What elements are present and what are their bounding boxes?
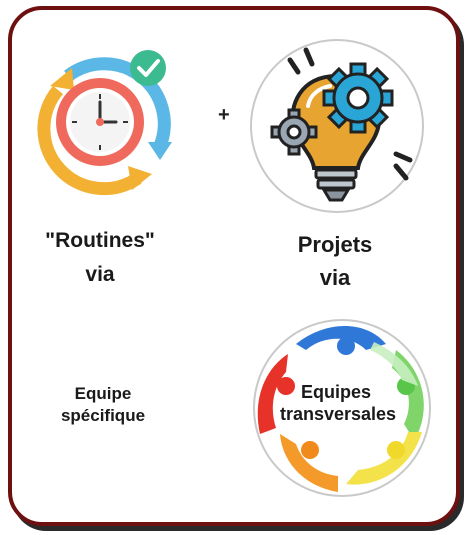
- clock-cycle-icon: [37, 50, 172, 196]
- projets-title: Projets: [297, 232, 373, 257]
- specific-team-label: Equipe spécifique: [28, 383, 178, 427]
- specific-team-line1: Equipe: [74, 384, 132, 403]
- checkmark-badge-icon: [130, 50, 166, 86]
- transversal-team-line2: transversales: [279, 404, 397, 424]
- team-circle-icon: [253, 319, 431, 497]
- routines-via-label: via: [85, 263, 115, 286]
- plus-sign: +: [218, 104, 230, 126]
- routines-title: "Routines": [45, 229, 155, 252]
- specific-team-line2: spécifique: [60, 406, 146, 425]
- projets-via-label: via: [319, 265, 351, 290]
- transversal-team-line1: Equipes: [300, 382, 371, 402]
- lightbulb-gears-icon: [250, 39, 424, 213]
